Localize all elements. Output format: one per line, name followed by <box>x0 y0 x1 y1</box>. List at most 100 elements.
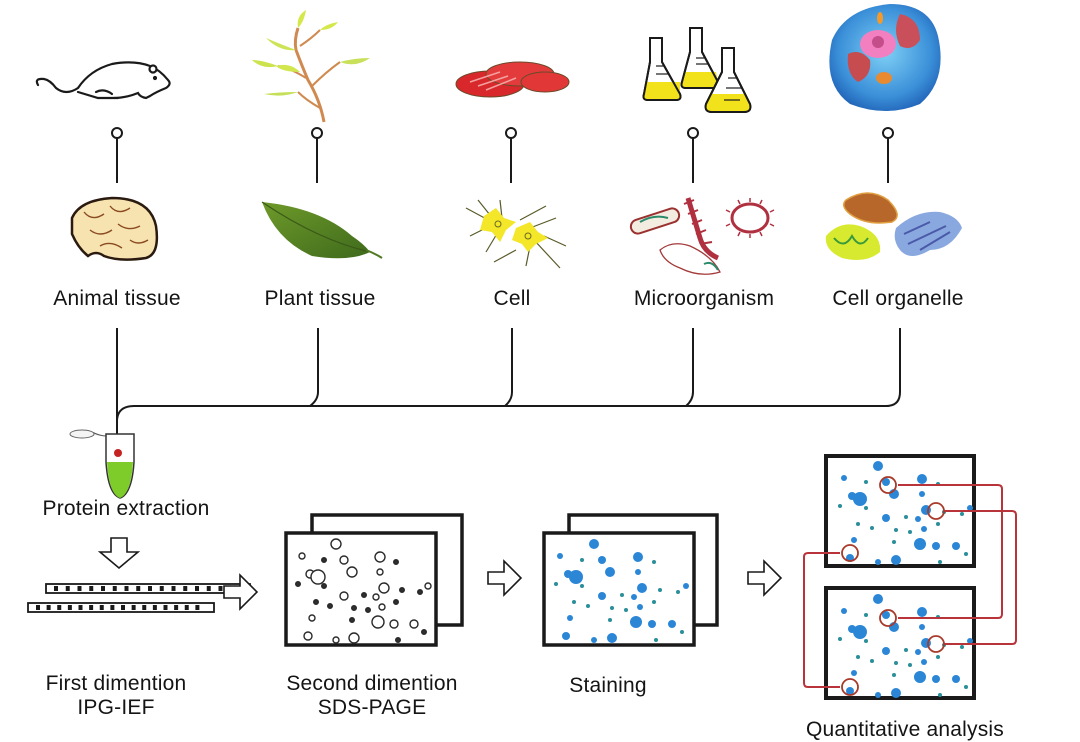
gel-spot <box>630 616 642 628</box>
gel-spot <box>964 552 968 556</box>
gel-spot <box>870 526 874 530</box>
gel-spot <box>589 539 599 549</box>
gel-spot <box>676 590 680 594</box>
gel-spot <box>864 480 868 484</box>
gel-spot <box>864 639 868 643</box>
gel-spot <box>332 636 340 644</box>
step-label-staining: Staining <box>569 674 647 697</box>
gel-spot <box>680 630 684 634</box>
gel-spot <box>598 592 606 600</box>
gel-spot <box>378 603 386 611</box>
gel-spot <box>624 608 628 612</box>
step-label-quantitative-analysis: Quantitative analysis <box>806 718 1004 741</box>
down-arrow-icon <box>97 537 141 570</box>
gel-spot <box>399 587 405 593</box>
pin-plant <box>311 127 323 183</box>
petri-dish-icon <box>455 61 570 98</box>
gel-spot <box>608 618 612 622</box>
gel-spot <box>864 506 868 510</box>
gel-spot <box>348 632 360 644</box>
gel-spot <box>648 620 656 628</box>
gel-spot <box>892 673 896 677</box>
gel-spot <box>393 599 399 605</box>
gel-spot <box>580 558 584 562</box>
gel-spot <box>908 663 912 667</box>
gel-spot <box>891 555 901 565</box>
gel-spot <box>875 559 881 565</box>
gel-spot <box>658 588 662 592</box>
gel-spot <box>894 528 898 532</box>
gel-spot <box>346 566 358 578</box>
gel-spot <box>633 552 643 562</box>
gel-spot <box>586 604 590 608</box>
gel-spot <box>936 655 940 659</box>
gel-spot <box>882 514 890 522</box>
gel-spot <box>557 553 563 559</box>
gel-spot <box>919 491 925 497</box>
gel-spot <box>914 671 926 683</box>
gel-spot <box>339 591 349 601</box>
gel-spot <box>853 492 867 506</box>
merge-connector <box>116 328 901 455</box>
gel-spot <box>917 607 927 617</box>
step-label-protein-extraction: Protein extraction <box>42 497 210 520</box>
gel-spot <box>908 530 912 534</box>
gel-spot <box>873 461 883 471</box>
gel-spot <box>960 645 964 649</box>
ipg-strips-icon <box>27 583 251 613</box>
gel-spot <box>580 584 584 588</box>
ipg-strip <box>45 583 251 594</box>
leaf-icon <box>261 201 383 259</box>
gel-spot <box>635 569 641 575</box>
gel-spot <box>424 582 432 590</box>
right-arrow-icon <box>223 573 259 611</box>
spot-match-circles <box>841 476 945 696</box>
gel-stained-icon <box>542 513 719 647</box>
step-label-first-dimension-line2: IPG-IEF <box>77 696 155 719</box>
gel-spot <box>894 661 898 665</box>
pin-connectors <box>111 127 894 183</box>
gel-spot <box>841 475 847 481</box>
gel-spot <box>915 649 921 655</box>
gel-spot <box>365 607 371 613</box>
plant-branch-icon <box>252 10 370 123</box>
gel-spot <box>838 637 842 641</box>
organelles-icon <box>825 192 962 260</box>
gel-spot <box>838 504 842 508</box>
gel-spot <box>919 624 925 630</box>
source-label-microorganism: Microorganism <box>633 287 775 310</box>
gel-spot <box>562 632 570 640</box>
gel-spot <box>637 583 647 593</box>
ipg-strip <box>27 602 215 613</box>
gel-spot <box>567 615 573 621</box>
gel-spot <box>932 542 940 550</box>
gel-spot <box>372 593 380 601</box>
gel-spot <box>607 633 617 643</box>
gel-spot <box>395 637 401 643</box>
gel-spot <box>921 526 927 532</box>
gel-spot <box>572 600 576 604</box>
gel-spot <box>610 606 614 610</box>
gel-spot <box>321 583 327 589</box>
source-label-cell: Cell <box>493 287 531 310</box>
gel-spot <box>921 659 927 665</box>
gel-comparison-icon <box>803 454 1017 700</box>
gel-unstained-icon <box>284 513 464 647</box>
gel-spot <box>967 638 973 644</box>
gel-spot <box>637 604 643 610</box>
gel-spot <box>873 594 883 604</box>
gel-spot <box>327 603 333 609</box>
gel-spot <box>841 608 847 614</box>
gel-spot <box>683 583 689 589</box>
gel-spot <box>915 516 921 522</box>
culture-flasks-icon <box>642 27 752 113</box>
gel-spot <box>654 638 658 642</box>
gel-spot <box>310 569 326 585</box>
gel-spot <box>417 589 423 595</box>
gel-spot <box>351 605 357 611</box>
spot-match-lines <box>803 484 1017 688</box>
gel-spot <box>393 559 399 565</box>
gel-spot <box>378 582 390 594</box>
gel-spot <box>409 619 419 629</box>
